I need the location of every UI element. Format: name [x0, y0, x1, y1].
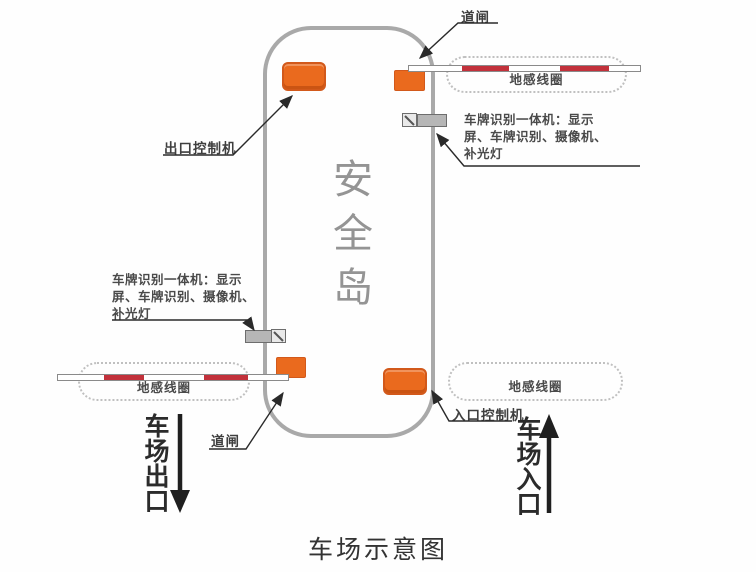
- safety-island: 安全岛: [263, 26, 435, 438]
- exit-direction-arrow: [170, 414, 190, 513]
- exit-direction-label: 车场出口: [141, 413, 169, 513]
- lpr-camera-device: [245, 330, 273, 343]
- bottom-barrier-label: 道闸: [211, 434, 240, 449]
- exit-controller-label: 出口控制机: [164, 141, 237, 156]
- barrier-red-segment: [560, 66, 609, 71]
- entrance-lpr-description: 车牌识别一体机：显示 屏、车牌识别、摄像机、 补光灯: [464, 113, 608, 161]
- barrier-red-segment: [462, 66, 509, 71]
- entrance-entry-coil: 地感线圈: [448, 362, 623, 401]
- exit-lpr-description: 车牌识别一体机：显示 屏、车牌识别、摄像机、 补光灯: [112, 273, 256, 321]
- entrance-exit-coil: 地感线圈: [446, 56, 627, 93]
- top-barrier-machine-box: [394, 70, 425, 91]
- bottom-barrier-arm: [57, 374, 289, 381]
- top-barrier-arm: [408, 65, 641, 72]
- lpr-camera-lens: [271, 329, 286, 343]
- barrier-red-segment: [204, 375, 248, 380]
- coil-label: 地感线圈: [509, 73, 564, 87]
- leader-top-barrier: [418, 22, 498, 59]
- bottom-barrier-machine-box: [276, 357, 306, 378]
- lpr-camera-device: [417, 114, 447, 127]
- barrier-red-segment: [104, 375, 144, 380]
- lpr-camera-lens: [402, 113, 417, 127]
- top-barrier-label: 道闸: [461, 10, 490, 25]
- entrance-controller-box: [383, 368, 427, 395]
- coil-label: 地感线圈: [136, 381, 191, 395]
- diagram-title: 车场示意图: [307, 536, 448, 564]
- exit-lane-coil: 地感线圈: [78, 362, 250, 401]
- coil-label: 地感线圈: [508, 380, 563, 394]
- exit-controller-box: [282, 62, 326, 91]
- safety-island-label: 安全岛: [327, 158, 371, 320]
- entrance-direction-arrow: [539, 414, 559, 513]
- entrance-direction-label: 车场入口: [513, 416, 541, 516]
